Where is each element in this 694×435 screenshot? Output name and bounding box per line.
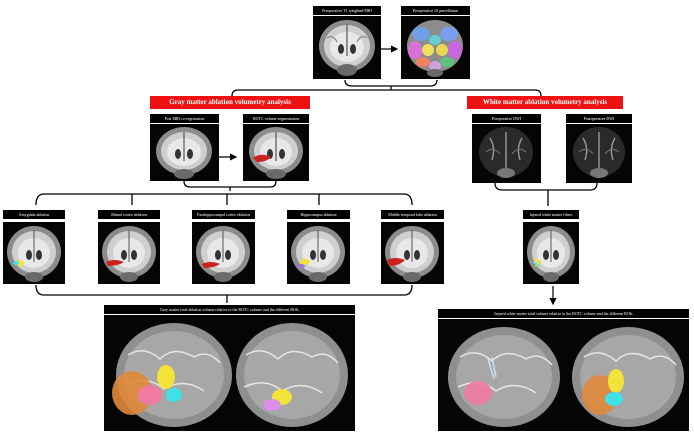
label-parahippocampal: Parahippocampal cortex ablation	[192, 210, 255, 219]
label-gm-summary: Gray matter total ablation volume relati…	[104, 305, 355, 314]
brain-coronal-icon	[313, 16, 381, 79]
brain-segmentation-icon	[243, 124, 309, 181]
image-preop-dwi	[472, 124, 541, 183]
brain-fiber-icon	[523, 222, 579, 284]
label-preop-mri: Preoperative T1 weighted MRI	[313, 6, 381, 15]
image-middle-temporal	[381, 222, 444, 284]
brain-dwi-icon	[566, 124, 632, 183]
image-rotc-segmentation	[243, 124, 309, 181]
brain-parcellation-icon	[401, 16, 470, 79]
label-post-mri: Post MRI co-registration	[150, 114, 219, 123]
brain-coronal-icon	[150, 124, 219, 181]
brain-roi-icon	[287, 222, 350, 284]
brain-roi-icon	[192, 222, 255, 284]
split-bracket	[231, 89, 542, 97]
label-amygdala: Amygdala ablation	[3, 210, 65, 219]
image-post-mri	[150, 124, 219, 181]
gm-summary-bracket	[35, 284, 413, 296]
image-wm-summary	[438, 319, 689, 431]
image-postop-dwi	[566, 124, 632, 183]
brain-roi-icon	[381, 222, 444, 284]
image-injured-fibers	[523, 222, 579, 284]
label-rhinal: Rhinal cortex ablation	[98, 210, 160, 219]
image-gm-summary	[104, 315, 355, 431]
brain-dwi-icon	[472, 124, 541, 183]
image-parcellation	[401, 16, 470, 79]
image-parahippocampal	[192, 222, 255, 284]
image-preop-mri	[313, 16, 381, 79]
label-wm-summary: Injured white matter total volume relati…	[438, 309, 689, 318]
brain-3d-render-icon	[104, 315, 355, 431]
image-rhinal	[98, 222, 160, 284]
label-parcellation: Preoperative 1S parcellation	[401, 6, 470, 15]
gray-matter-header: Gray matter ablation volumetry analysis	[150, 96, 310, 109]
label-injured-fibers: Injured white matter fibers	[523, 210, 579, 219]
brain-roi-icon	[3, 222, 65, 284]
image-hippocampus	[287, 222, 350, 284]
top-branch-bracket	[344, 79, 438, 87]
label-postop-dwi: Postoperative DWI	[566, 114, 632, 123]
gm-regions-bracket	[35, 193, 413, 206]
label-preop-dwi: Preoperative DWI	[472, 114, 541, 123]
white-matter-header: White matter ablation volumetry analysis	[467, 96, 623, 109]
label-hippocampus: Hippocampus ablation	[287, 210, 350, 219]
label-rotc-segmentation: ROTC volume segmentation	[243, 114, 309, 123]
gm-row2-bracket	[183, 180, 277, 188]
brain-roi-icon	[98, 222, 160, 284]
wm-row2-bracket	[494, 182, 598, 191]
brain-3d-render-icon	[438, 319, 689, 431]
label-middle-temporal: Middle temporal lobe ablation	[381, 210, 444, 219]
image-amygdala	[3, 222, 65, 284]
